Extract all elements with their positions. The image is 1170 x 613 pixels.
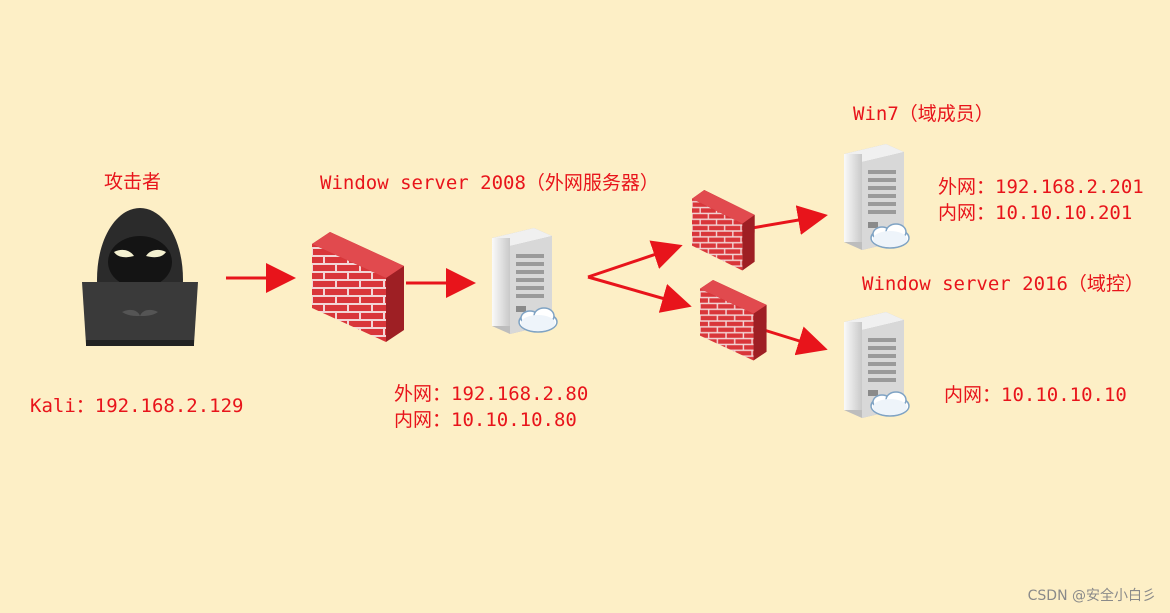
firewall-icon <box>312 232 404 342</box>
arrow-icon <box>751 205 828 235</box>
win7-external-ip: 外网：192.168.2.201 <box>938 176 1144 198</box>
cloud-icon <box>870 391 910 417</box>
web-server-title: Window server 2008（外网服务器） <box>320 172 659 194</box>
attacker-ip: Kali：192.168.2.129 <box>30 395 244 417</box>
arrow-icon <box>763 326 828 356</box>
cloud-icon <box>870 223 910 249</box>
web-server-external-ip: 外网：192.168.2.80 <box>394 383 589 405</box>
watermark: CSDN @安全小白彡 <box>1027 588 1156 604</box>
web-server-internal-ip: 内网：10.10.10.80 <box>394 409 577 431</box>
win7-internal-ip: 内网：10.10.10.201 <box>938 202 1133 224</box>
firewall-icon <box>700 280 767 361</box>
firewall-icon <box>692 190 755 271</box>
win7-title: Win7（域成员） <box>853 103 994 125</box>
attacker-title: 攻击者 <box>104 171 162 193</box>
cloud-icon <box>518 307 558 333</box>
arrow-icon <box>587 275 692 313</box>
hacker-icon <box>82 208 198 346</box>
dc-title: Window server 2016（域控） <box>862 273 1144 295</box>
dc-internal-ip: 内网：10.10.10.10 <box>944 384 1127 406</box>
arrow-icon <box>587 240 683 279</box>
